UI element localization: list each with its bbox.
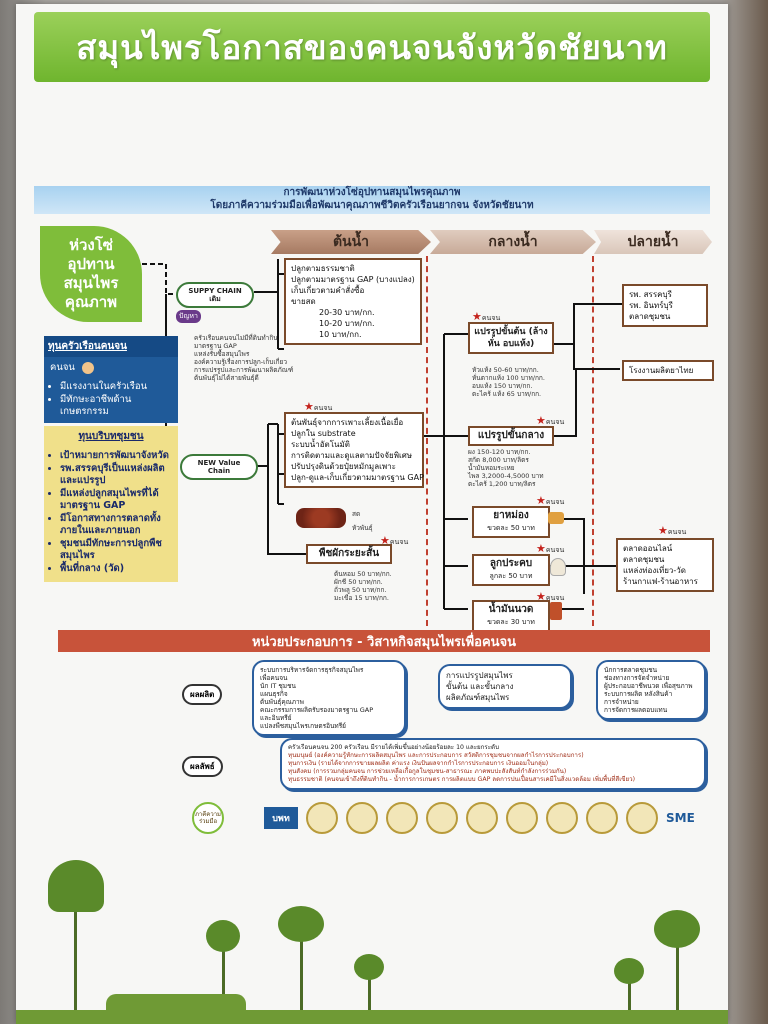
primary-prices: หัวแห้ง 50-60 บาท/กก. หั่นตากแห้ง 100 บา… bbox=[472, 366, 545, 398]
partners-label: ภาคีความ ร่วมมือ bbox=[192, 802, 224, 834]
lukprakob-star: ★คนจน bbox=[536, 542, 565, 555]
poster-title: สมุนไพรโอกาสของคนจนจังหวัดชัยนาท bbox=[76, 27, 668, 67]
subtitle-line-2: โดยภาคีความร่วมมือเพื่อพัฒนาคุณภาพชีวิตค… bbox=[210, 200, 534, 211]
oil-bottle-icon bbox=[550, 602, 562, 620]
community-panel: ทุนบริบทชุมชน เป้าหมายการพัฒนาจังหวัด รพ… bbox=[44, 426, 178, 582]
rhizome-label: หัวพันธุ์ bbox=[352, 524, 373, 532]
outcome-label: ผลลัพธ์ bbox=[182, 756, 223, 777]
new-value-chain-pill: NEW Value Chain bbox=[180, 454, 258, 480]
partner-logos: ภาคีความ ร่วมมือ บพท SME bbox=[192, 798, 695, 838]
output-col-1: ระบบการบริหารจัดการธุรกิจสมุนไพร เพื่อคน… bbox=[252, 660, 406, 736]
factory-box: โรงงานผลิตยาไทย bbox=[622, 360, 714, 381]
output-col-3: นักการตลาดชุมชน ช่องทางการจัดจำหน่าย ผู้… bbox=[596, 660, 706, 720]
household-list: มีแรงงานในครัวเรือน มีทักษะอาชีพด้านเกษต… bbox=[44, 378, 178, 423]
interplant-box: พืชผักระยะสั้น bbox=[306, 544, 392, 564]
partner-emblem-icon bbox=[506, 802, 538, 834]
oil-star: ★คนจน bbox=[536, 590, 565, 603]
primary-star: ★คนจน bbox=[472, 310, 501, 323]
partner-emblem-icon bbox=[466, 802, 498, 834]
problem-list: ครัวเรือนคนจนไม่มีที่ดินทำกิน มาตรฐาน GA… bbox=[194, 334, 294, 382]
community-item: เป้าหมายการพัฒนาจังหวัด bbox=[60, 450, 172, 462]
community-list: เป้าหมายการพัฒนาจังหวัด รพ.สรรคบุรีเป็นแ… bbox=[44, 447, 178, 582]
divider-mid bbox=[426, 256, 428, 626]
output-label: ผลผลิต bbox=[182, 684, 223, 705]
partner-emblem-icon bbox=[626, 802, 658, 834]
stage-upstream: ต้นน้ำ bbox=[271, 230, 431, 254]
new-chain-star: ★คนจน bbox=[304, 400, 333, 413]
stage-midstream: กลางน้ำ bbox=[430, 230, 596, 254]
farmers-silhouette bbox=[106, 994, 246, 1012]
community-item: พื้นที่กลาง (วัด) bbox=[60, 563, 172, 575]
community-item: ชุมชนมีทักษะการปลูกพืชสมุนไพร bbox=[60, 538, 172, 562]
community-item: มีแหล่งปลูกสมุนไพรที่ได้มาตรฐาน GAP bbox=[60, 488, 172, 512]
subtitle-bar: การพัฒนาห่วงโซ่อุปทานสมุนไพรคุณภาพ โดยภา… bbox=[34, 186, 710, 214]
partner-emblem-icon bbox=[546, 802, 578, 834]
supply-chain-box: ปลูกตามธรรมชาติ ปลูกตามมาตรฐาน GAP (บางแ… bbox=[284, 258, 422, 345]
pmu-logo: บพท bbox=[264, 807, 298, 829]
partner-emblem-icon bbox=[306, 802, 338, 834]
markets-box: ตลาดออนไลน์ ตลาดชุมชน แหล่งท่องเที่ยว-วั… bbox=[616, 538, 714, 592]
problem-tag: ปัญหา bbox=[176, 310, 201, 323]
supply-chain-pill: SUPPY CHAIN เดิม bbox=[176, 282, 254, 308]
partner-emblem-icon bbox=[426, 802, 458, 834]
poster: สมุนไพรโอกาสของคนจนจังหวัดชัยนาท การพัฒน… bbox=[16, 4, 728, 1024]
household-item: มีแรงงานในครัวเรือน bbox=[60, 381, 172, 393]
partner-emblem-icon bbox=[386, 802, 418, 834]
household-title: ทุนครัวเรือนคนจน bbox=[44, 336, 178, 357]
chain-leaf-label: ห่วงโซ่อุปทาน สมุนไพร คุณภาพ bbox=[40, 226, 142, 322]
sme-logo: SME bbox=[666, 811, 695, 825]
rhizome-pile bbox=[296, 508, 346, 528]
subtitle-line-1: การพัฒนาห่วงโซ่อุปทานสมุนไพรคุณภาพ bbox=[283, 187, 461, 198]
yahom-box: ยาหม่อง ขวดละ 50 บาท bbox=[472, 506, 550, 538]
partner-emblem-icon bbox=[346, 802, 378, 834]
stage-downstream: ปลายน้ำ bbox=[594, 230, 712, 254]
poster-title-banner: สมุนไพรโอกาสของคนจนจังหวัดชัยนาท bbox=[34, 12, 710, 82]
massage-oil-box: น้ำมันนวด ขวดละ 30 บาท bbox=[472, 600, 550, 632]
household-panel: ทุนครัวเรือนคนจน คนจน มีแรงงานในครัวเรือ… bbox=[44, 336, 178, 423]
interplant-prices: ต้นหอม 50 บาท/กก. ผักชี 50 บาท/กก. ถั่วพ… bbox=[334, 570, 392, 602]
household-item: มีทักษะอาชีพด้านเกษตรกรรม bbox=[60, 394, 172, 418]
grass-ground bbox=[16, 1010, 728, 1024]
enterprise-bar: หน่วยประกอบการ - วิสาหกิจสมุนไพรเพื่อคนจ… bbox=[58, 630, 710, 652]
fresh-label: สด bbox=[352, 510, 361, 518]
lukprakob-box: ลูกประคบ ลูกละ 50 บาท bbox=[472, 554, 550, 586]
outcome-box: ครัวเรือนคนจน 200 ครัวเรือน มีรายได้เพิ่… bbox=[280, 738, 706, 790]
primary-processing-box: แปรรูปขั้นต้น (ล้าง หั่น อบแห้ง) bbox=[468, 322, 554, 354]
community-item: มีโอกาสทางการตลาดทั้งภายในและภายนอก bbox=[60, 513, 172, 537]
new-chain-box: ต้นพันธุ์จากการเพาะเลี้ยงเนื้อเยื่อ ปลูก… bbox=[284, 412, 424, 488]
lukprakob-icon bbox=[550, 558, 566, 576]
hospital-box: รพ. สรรคบุรี รพ. อินทร์บุรี ตลาดชุมชน bbox=[622, 284, 708, 327]
yahom-jar-icon bbox=[548, 512, 564, 524]
output-col-2: การแปรรูปสมุนไพร ขั้นต้น และขั้นกลาง ผลิ… bbox=[438, 664, 572, 709]
yahom-star: ★คนจน bbox=[536, 494, 565, 507]
partner-emblem-icon bbox=[586, 802, 618, 834]
markets-star: ★คนจน bbox=[658, 524, 687, 537]
intermediate-star: ★คนจน bbox=[536, 414, 565, 427]
divider-down bbox=[592, 256, 594, 626]
person-label: คนจน bbox=[50, 362, 75, 373]
person-row: คนจน bbox=[44, 357, 178, 378]
person-icon bbox=[81, 361, 94, 374]
intermediate-processing-box: แปรรูปขั้นกลาง bbox=[468, 426, 554, 446]
community-item: รพ.สรรคบุรีเป็นแหล่งผลิตและแปรรูป bbox=[60, 463, 172, 487]
community-title: ทุนบริบทชุมชน bbox=[78, 431, 144, 442]
interplant-star: ★คนจน bbox=[380, 534, 409, 547]
intermediate-prices: ผง 150-120 บาท/กก. สกัด 8,000 บาท/ลิตร น… bbox=[468, 448, 544, 488]
